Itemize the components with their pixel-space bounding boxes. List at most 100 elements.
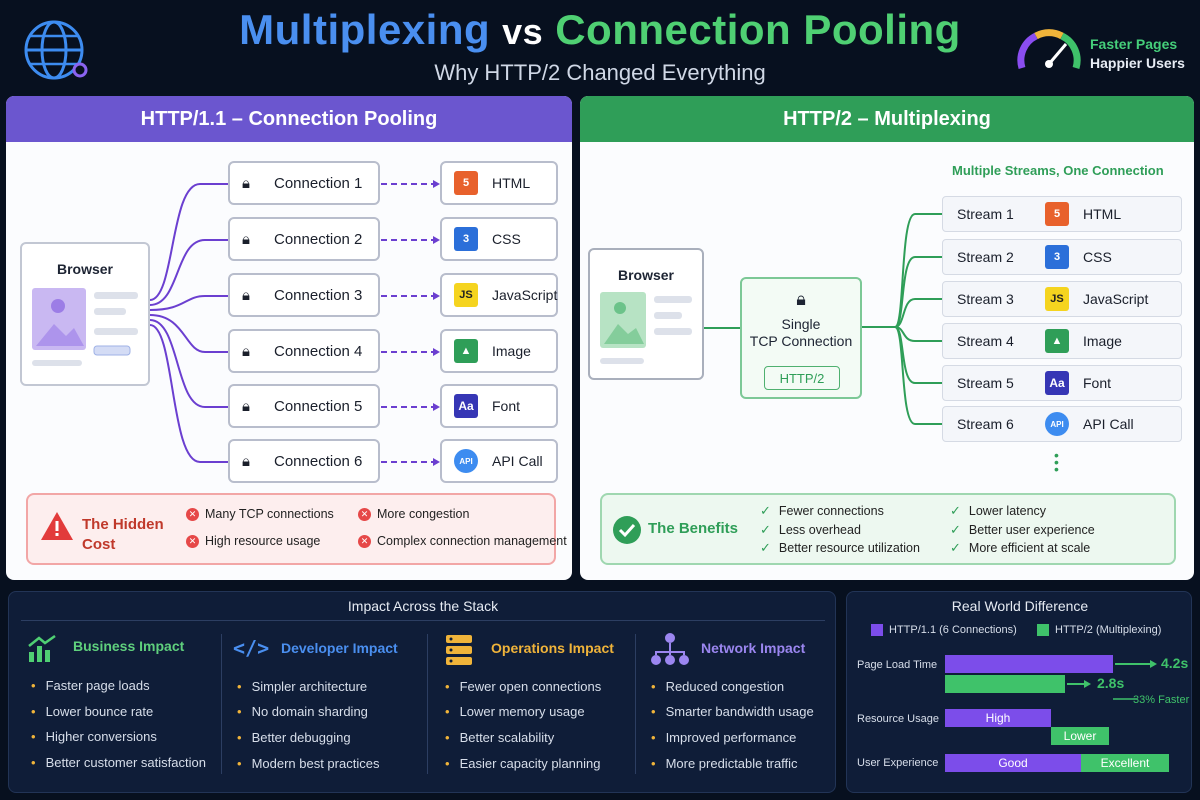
bar-ux-http2: Excellent: [1081, 754, 1169, 772]
http11-panel-title: HTTP/1.1 – Connection Pooling: [6, 96, 572, 142]
benefit-item: ✓Less overhead: [760, 522, 861, 537]
divider: [21, 620, 825, 621]
real-world-title: Real World Difference: [951, 598, 1089, 614]
network-impact-title: Network Impact: [701, 640, 806, 656]
list-item: Higher conversions: [31, 729, 157, 744]
metric-resource-usage: Resource Usage: [857, 713, 939, 725]
badge-happier-users: Happier Users: [1090, 55, 1185, 71]
faster-percent: 33% Faster: [1133, 694, 1190, 706]
benefits-box: The Benefits ✓Fewer connections ✓Lower l…: [600, 493, 1176, 565]
impact-title: Impact Across the Stack: [347, 598, 499, 614]
server-stack-icon: [446, 635, 472, 665]
css3-icon: 3: [1045, 245, 1069, 269]
check-icon: ✓: [950, 540, 961, 555]
growth-chart-icon: [28, 634, 56, 662]
connection-6: 🔒︎Connection 6: [228, 439, 380, 483]
browser-page-icon: [600, 292, 692, 364]
bar-load-http11: [945, 655, 1113, 673]
lock-icon: 🔒︎: [242, 342, 250, 360]
divider: [427, 634, 428, 774]
business-impact-title: Business Impact: [73, 638, 185, 654]
bar-usage-http2: Lower: [1051, 727, 1109, 745]
check-icon: ✓: [760, 540, 771, 555]
list-item: Lower bounce rate: [31, 704, 154, 719]
cost-item: ✕Complex connection management: [358, 534, 567, 548]
divider: [221, 634, 222, 774]
connection-3: 🔒︎Connection 3: [228, 273, 380, 317]
streams-caption: Multiple Streams, One Connection: [952, 163, 1164, 178]
developer-impact-title: Developer Impact: [281, 640, 398, 656]
arrow-icon: [1067, 680, 1091, 688]
benefit-item: ✓Lower latency: [950, 503, 1047, 518]
bar-usage-http11: High: [945, 709, 1051, 727]
check-icon: ✓: [760, 503, 771, 518]
connection-4: 🔒︎Connection 4: [228, 329, 380, 373]
list-item: Modern best practices: [237, 756, 380, 771]
http2-panel-title: HTTP/2 – Multiplexing: [580, 96, 1194, 142]
cost-item: ✕High resource usage: [186, 534, 320, 548]
list-item: Reduced congestion: [651, 679, 785, 694]
divider: [635, 634, 636, 774]
lock-icon: 🔒︎: [242, 230, 250, 248]
list-item: Smarter bandwidth usage: [651, 704, 814, 719]
check-icon: ✓: [950, 503, 961, 518]
legend-swatch-http2: [1037, 624, 1049, 636]
x-circle-icon: ✕: [358, 534, 371, 548]
html5-icon: 5: [454, 171, 478, 195]
metric-page-load-time: Page Load Time: [857, 659, 938, 671]
arrows: [1113, 660, 1157, 700]
check-circle-icon: [613, 516, 641, 544]
connection-5: 🔒︎Connection 5: [228, 384, 380, 428]
warning-icon: [41, 512, 73, 540]
x-circle-icon: ✕: [186, 507, 199, 521]
cost-item: ✕Many TCP connections: [186, 507, 334, 521]
http11-browser: Browser: [20, 242, 150, 386]
http2-badge: HTTP/2: [764, 366, 840, 390]
badge-faster-pages: Faster Pages: [1090, 36, 1178, 52]
lock-icon: 🔒︎: [242, 286, 250, 304]
list-item: Simpler architecture: [237, 679, 368, 694]
list-item: Better customer satisfaction: [31, 755, 206, 770]
network-nodes-icon: [651, 633, 689, 665]
api-cloud-icon: API: [454, 449, 478, 473]
list-item: Faster page loads: [31, 678, 150, 693]
font-icon: Aa: [1045, 371, 1069, 395]
more-streams-ellipsis-icon: •••: [1054, 447, 1059, 477]
benefit-item: ✓Fewer connections: [760, 503, 884, 518]
list-item: No domain sharding: [237, 704, 368, 719]
list-item: Better scalability: [445, 730, 555, 745]
lock-icon: 🔒︎: [242, 174, 250, 192]
code-brackets-icon: </>: [233, 636, 270, 660]
list-item: Better debugging: [237, 730, 351, 745]
stream-4: Stream 4▲Image: [942, 323, 1182, 359]
page-subtitle: Why HTTP/2 Changed Everything: [434, 60, 766, 85]
http11-browser-label: Browser: [56, 261, 114, 277]
benefit-item: ✓Better resource utilization: [760, 540, 920, 555]
image-icon: ▲: [454, 339, 478, 363]
x-circle-icon: ✕: [358, 507, 371, 521]
check-icon: ✓: [950, 522, 961, 537]
bar-ux-http11: Good: [945, 754, 1081, 772]
lock-icon: 🔒︎: [242, 397, 250, 415]
benefit-item: ✓More efficient at scale: [950, 540, 1091, 555]
impact-section: Impact Across the Stack Business Impact …: [8, 591, 836, 793]
font-icon: Aa: [454, 394, 478, 418]
http2-browser: Browser: [588, 248, 704, 380]
metric-user-experience: User Experience: [857, 757, 939, 769]
browser-page-icon: [32, 288, 138, 366]
cost-item: ✕More congestion: [358, 507, 469, 521]
check-icon: ✓: [760, 522, 771, 537]
list-item: Easier capacity planning: [445, 756, 601, 771]
connection-2: 🔒︎Connection 2: [228, 217, 380, 261]
